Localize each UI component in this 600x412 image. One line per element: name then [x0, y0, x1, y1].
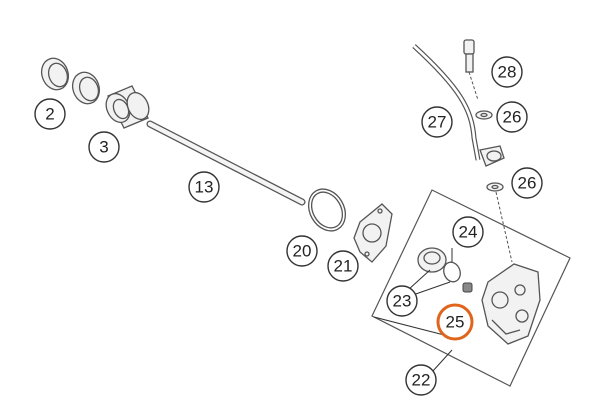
assembly-box-part-22 — [371, 189, 571, 387]
hose-part-27 — [412, 44, 505, 167]
ring-part-2 — [40, 57, 101, 105]
callout-22: 22 — [405, 364, 437, 396]
leader-lines — [373, 248, 453, 373]
piston-part-23 — [417, 247, 447, 273]
callout-2: 2 — [34, 98, 66, 130]
callout-labels: 2 3 13 20 21 22 23 24 — [34, 56, 543, 396]
svg-text:13: 13 — [195, 178, 214, 197]
svg-text:26: 26 — [518, 174, 537, 193]
svg-text:21: 21 — [334, 257, 353, 276]
callout-26-lower: 26 — [511, 167, 543, 199]
callout-13: 13 — [188, 171, 220, 203]
callout-20: 20 — [286, 235, 318, 267]
svg-text:20: 20 — [293, 242, 312, 261]
svg-text:26: 26 — [503, 108, 522, 127]
bushing-part-3 — [105, 85, 150, 129]
seal-part-24 — [443, 261, 461, 283]
o-ring-part-20 — [307, 188, 347, 232]
svg-text:22: 22 — [412, 371, 431, 390]
svg-text:3: 3 — [99, 138, 108, 157]
callout-23: 23 — [386, 285, 418, 317]
svg-text:24: 24 — [459, 223, 478, 242]
svg-text:28: 28 — [498, 63, 517, 82]
rod-part-13 — [146, 120, 306, 206]
callout-21: 21 — [327, 250, 359, 282]
caliper-body — [481, 263, 541, 345]
washer-part-26-lower — [486, 182, 513, 263]
svg-text:25: 25 — [446, 313, 465, 332]
callout-25-highlighted: 25 — [436, 303, 474, 341]
bolt-part-28 — [463, 39, 479, 101]
callout-3: 3 — [88, 131, 120, 163]
callout-26-upper: 26 — [496, 101, 528, 133]
callout-27: 27 — [421, 106, 453, 138]
callout-28: 28 — [491, 56, 523, 88]
gasket-part-21 — [353, 203, 393, 263]
svg-text:23: 23 — [393, 292, 412, 311]
bleed-nipple-part-25 — [462, 282, 473, 293]
washer-part-26-upper — [475, 110, 493, 120]
svg-text:27: 27 — [428, 113, 447, 132]
svg-text:2: 2 — [45, 105, 54, 124]
callout-24: 24 — [452, 216, 484, 248]
